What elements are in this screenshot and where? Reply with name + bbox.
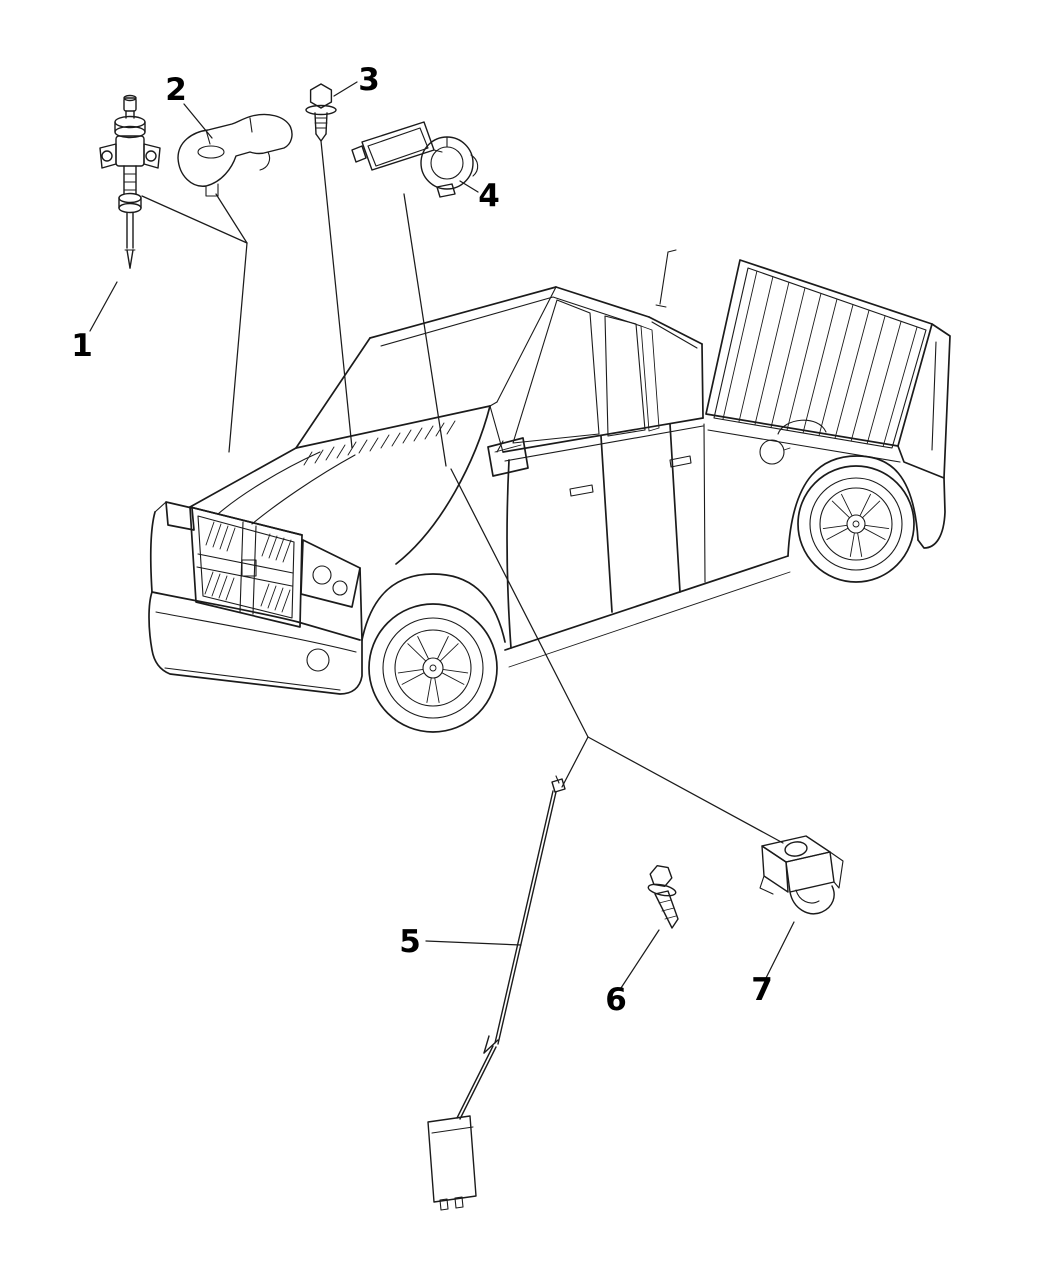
callout-label-4: 4 [478,178,500,214]
wiper-cowl-hatch [304,421,455,465]
truck-headlamps [151,502,360,607]
callout-label-3: 3 [358,62,380,98]
truck-hood [190,406,490,564]
front-wheel-spokes [398,637,467,703]
rear-wheel [798,466,914,582]
part-7-clamp-bracket [760,836,843,914]
truck-grille [190,507,302,627]
side-mirror [488,438,528,476]
callout-label-6: 6 [605,982,627,1018]
callout-label-7: 7 [751,972,773,1008]
part-6-bolt [647,866,678,928]
part-1-sensor [100,96,160,269]
callout-label-2: 2 [165,72,187,108]
leader-lines [90,82,794,988]
callout-label-1: 1 [71,328,93,364]
truck-illustration [149,250,950,732]
truck-cab-greenhouse [296,287,703,452]
part-5-antenna-cable [428,776,565,1210]
front-wheel [362,574,505,732]
truck-bed [704,260,950,582]
truck-front-bumper [149,568,362,694]
truck-cab-side [503,300,790,667]
rear-wheel-spokes [823,494,888,556]
bed-floor-slats [723,271,917,446]
callout-label-5: 5 [399,924,421,960]
part-2-bracket [178,114,292,196]
callouts: 1 2 3 4 5 6 7 [71,62,773,1018]
bed-antenna-mast [656,250,676,307]
grille-hatch [205,522,291,612]
part-3-bolt [306,84,336,141]
part-4-module [352,122,478,197]
